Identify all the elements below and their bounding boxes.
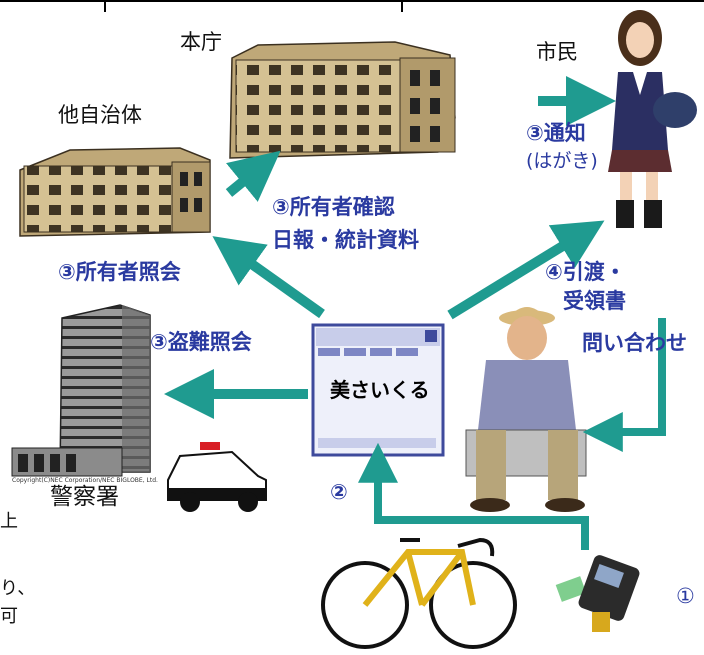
postcard-label: (はがき) <box>526 150 598 172</box>
owner-inquiry-label: ③所有者照会 <box>58 260 181 284</box>
bicycle-illustration <box>321 537 517 649</box>
handheld-scanner-illustration <box>555 555 640 632</box>
arrow-to-other-municipality <box>212 236 325 319</box>
edge-text-a: 上 <box>0 511 18 532</box>
arrow-inquiry <box>582 318 666 452</box>
copyright-text: Copyright(C)NEC Corporation/NEC BIGLOBE,… <box>12 477 158 484</box>
edge-text-b: り、 <box>0 578 36 599</box>
theft-inquiry-label: ③盗難照会 <box>150 330 252 354</box>
police-station-tower-illustration <box>11 304 151 477</box>
daily-report-label: 日報・統計資料 <box>272 228 419 252</box>
arrow-to-main-office <box>225 150 281 202</box>
other-municipality-building-illustration <box>19 147 211 237</box>
citizen-label: 市民 <box>536 40 578 64</box>
owner-confirmation-label: ③所有者確認 <box>272 195 395 219</box>
main-office-building-illustration <box>229 41 456 159</box>
inquiry-label: 問い合わせ <box>582 331 687 355</box>
handover-label: ④引渡・ <box>545 260 626 284</box>
app-name-label: 美さいくる <box>330 378 430 402</box>
arrow-scanner-to-app <box>358 442 589 550</box>
arrow-to-citizen-handover <box>447 220 605 320</box>
police-car-illustration <box>167 442 267 512</box>
flow-arrows <box>163 76 666 550</box>
edge-text-c: 可 <box>0 606 18 627</box>
step-1-label: ① <box>676 584 695 608</box>
top-border <box>0 0 704 12</box>
other-municipality-label: 他自治体 <box>58 103 142 127</box>
receipt-label: 受領書 <box>563 289 626 313</box>
notification-label: ③通知 <box>526 121 586 145</box>
citizen-student-illustration <box>608 10 697 228</box>
elderly-man-illustration <box>465 307 587 512</box>
main-office-label: 本庁 <box>180 30 222 54</box>
step-2-label: ② <box>330 480 348 504</box>
police-station-label: 警察署 <box>50 484 119 510</box>
